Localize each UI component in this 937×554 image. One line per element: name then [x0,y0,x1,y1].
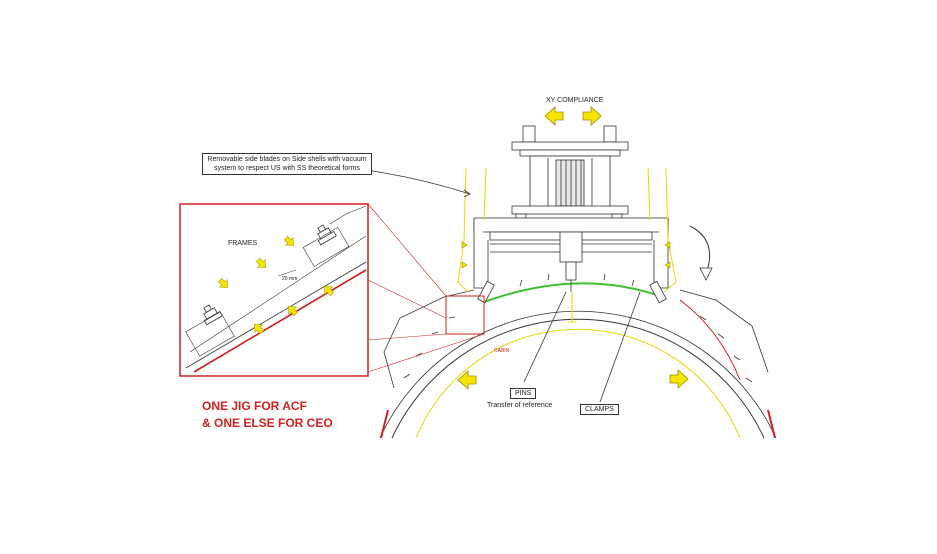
dimension-label: 20 mm [282,276,298,282]
jig-note-line-1: ONE JIG FOR ACF [202,399,307,413]
rotation-arrow-icon [689,225,710,275]
jig-note: ONE JIG FOR ACF & ONE ELSE FOR CEO [202,398,333,432]
jig-note-line-2: & ONE ELSE FOR CEO [202,416,333,430]
move-arrow-icon [582,106,602,126]
transfer-of-reference-label: Transfer of reference [487,402,553,409]
leader-lines [365,169,641,403]
detail-zoom-lines [367,203,485,373]
frames-label: FRAMES [228,240,258,247]
fuselage-frame [379,273,777,439]
xy-compliance-label: XY COMPLIANCE [546,97,604,104]
detail-inset [179,203,369,377]
xy-gantry [473,125,669,304]
pins-label: PINS [510,388,537,399]
rotation-arrow-head-icon [699,267,713,281]
side-blades [457,167,677,323]
move-arrow-icon [544,106,564,126]
clamps-label: CLAMPS [580,404,619,415]
detail-target-box [445,295,485,335]
side-blades-note: Removable side blades on Side shells wit… [202,153,372,175]
cabin-label: CABIN [494,348,510,354]
move-arrow-icon [669,369,689,389]
